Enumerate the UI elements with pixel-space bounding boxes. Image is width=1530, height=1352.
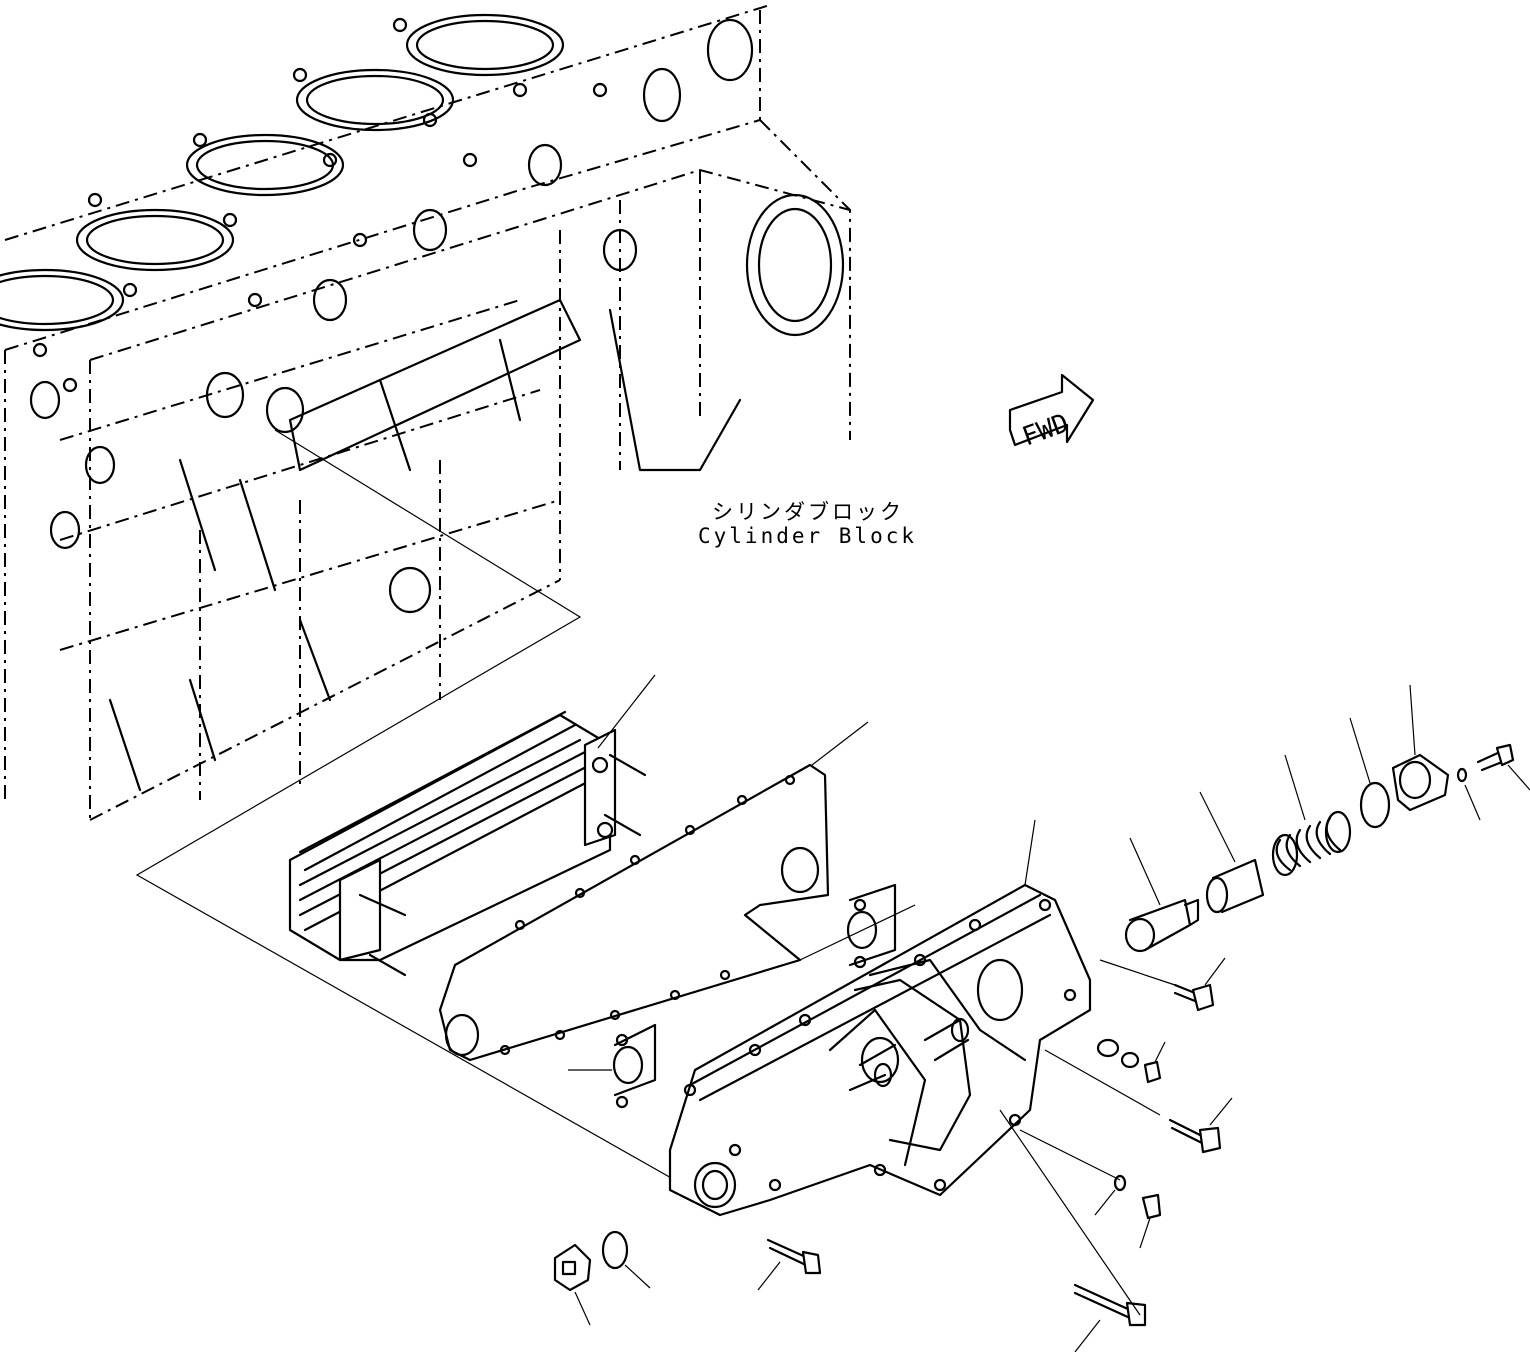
valve-cap: [1391, 753, 1450, 812]
assembly-leader: [135, 429, 711, 1201]
cylinder-block: [0, 4, 851, 821]
cap-bolt: [1476, 743, 1515, 772]
cylinder-block-label-jp: シリンダブロック: [712, 500, 904, 524]
bypass-valve: [1124, 898, 1200, 953]
fasteners: [553, 957, 1233, 1352]
o-ring-set: [612, 883, 897, 1109]
valve-o-ring: [1359, 781, 1391, 829]
oil-cooler-element: [288, 710, 647, 977]
fwd-arrow-icon: FWD: [1008, 373, 1095, 453]
leader-cooler: [597, 674, 656, 749]
cooler-gasket: [438, 763, 830, 1062]
cylinder-block-label-en: Cylinder Block: [698, 524, 918, 548]
cooler-cover-housing: [668, 883, 1092, 1217]
bypass-valve-assembly: [1124, 684, 1530, 953]
leader-housing: [1024, 819, 1036, 886]
leader-o-rings: [568, 904, 916, 1071]
cylinder-bores: [0, 13, 565, 332]
valve-piston: [1205, 858, 1265, 914]
washer: [1456, 767, 1468, 783]
leader-gasket: [811, 721, 869, 766]
valve-spring: [1271, 810, 1352, 877]
